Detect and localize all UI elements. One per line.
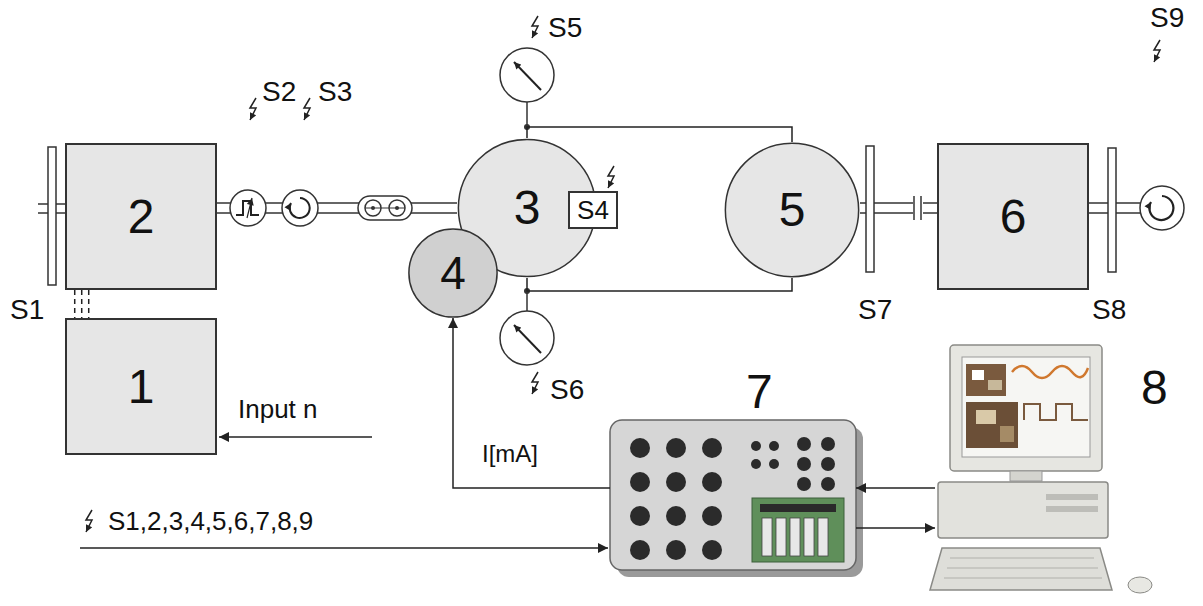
signal-label: S1,2,3,4,5,6,7,8,9	[108, 508, 313, 534]
flywheel-disc	[48, 147, 56, 285]
io-panel	[610, 420, 863, 577]
io-panel-node: 7	[610, 420, 856, 570]
drive-box: 1	[65, 318, 217, 455]
signal-bolt	[532, 372, 538, 394]
signal-label: S1	[10, 296, 44, 324]
signal-label: S2	[262, 78, 296, 106]
motor-box: 2	[65, 143, 217, 290]
callout-number: 6	[1000, 193, 1027, 241]
shaft-coupling	[358, 196, 412, 220]
signal-label: S3	[318, 78, 352, 106]
speed-sensor	[230, 190, 266, 226]
meter-gauge	[500, 48, 554, 130]
callout-number: 5	[779, 186, 806, 234]
callout-number: 1	[128, 363, 155, 411]
load-box: 6	[937, 143, 1089, 290]
signal-label: Input n	[238, 396, 318, 422]
computer-illustration	[930, 345, 1152, 593]
signal-label: S9	[1150, 4, 1184, 32]
signal-bus-arrow	[80, 547, 608, 549]
signal-connector	[856, 527, 935, 529]
signal-connector	[527, 127, 792, 142]
callout-number: 7	[746, 365, 773, 418]
machine-circle: 5	[724, 142, 860, 278]
output-disc	[1108, 148, 1116, 272]
signal-bolt	[86, 510, 92, 532]
sensor-name: S4	[577, 197, 609, 223]
signal-label: S6	[550, 376, 584, 404]
signal-connector	[527, 278, 792, 291]
edge-label: I[mA]	[482, 442, 538, 466]
signal-label: S7	[858, 296, 892, 324]
callout-holder: 8	[1141, 364, 1168, 412]
callout-number: 8	[1141, 361, 1168, 414]
computer-node: 8	[935, 340, 1110, 600]
mechanical-link	[75, 290, 89, 318]
signal-label: S5	[548, 14, 582, 42]
input-arrow	[219, 436, 372, 438]
signal-bolt	[250, 98, 256, 120]
signal-connector	[856, 487, 935, 489]
callout-holder: 7	[746, 368, 773, 416]
callout-number: 4	[440, 250, 466, 296]
torque-sensor	[282, 190, 318, 226]
meter-gauge	[500, 288, 554, 365]
signal-bolt	[1154, 40, 1160, 62]
shaft-clutch	[913, 196, 923, 220]
speed-sensor	[1140, 186, 1184, 230]
signal-bolt	[304, 98, 310, 120]
signal-label: S8	[1092, 296, 1126, 324]
brake-disc	[866, 146, 874, 272]
signal-bolt	[608, 166, 614, 188]
callout-number: 2	[128, 193, 155, 241]
sensor-box: S4	[568, 191, 618, 229]
signal-bolt	[532, 16, 538, 38]
signal-connector	[453, 318, 610, 488]
callout-number: 3	[514, 184, 541, 232]
exciter-circle: 4	[408, 228, 498, 318]
